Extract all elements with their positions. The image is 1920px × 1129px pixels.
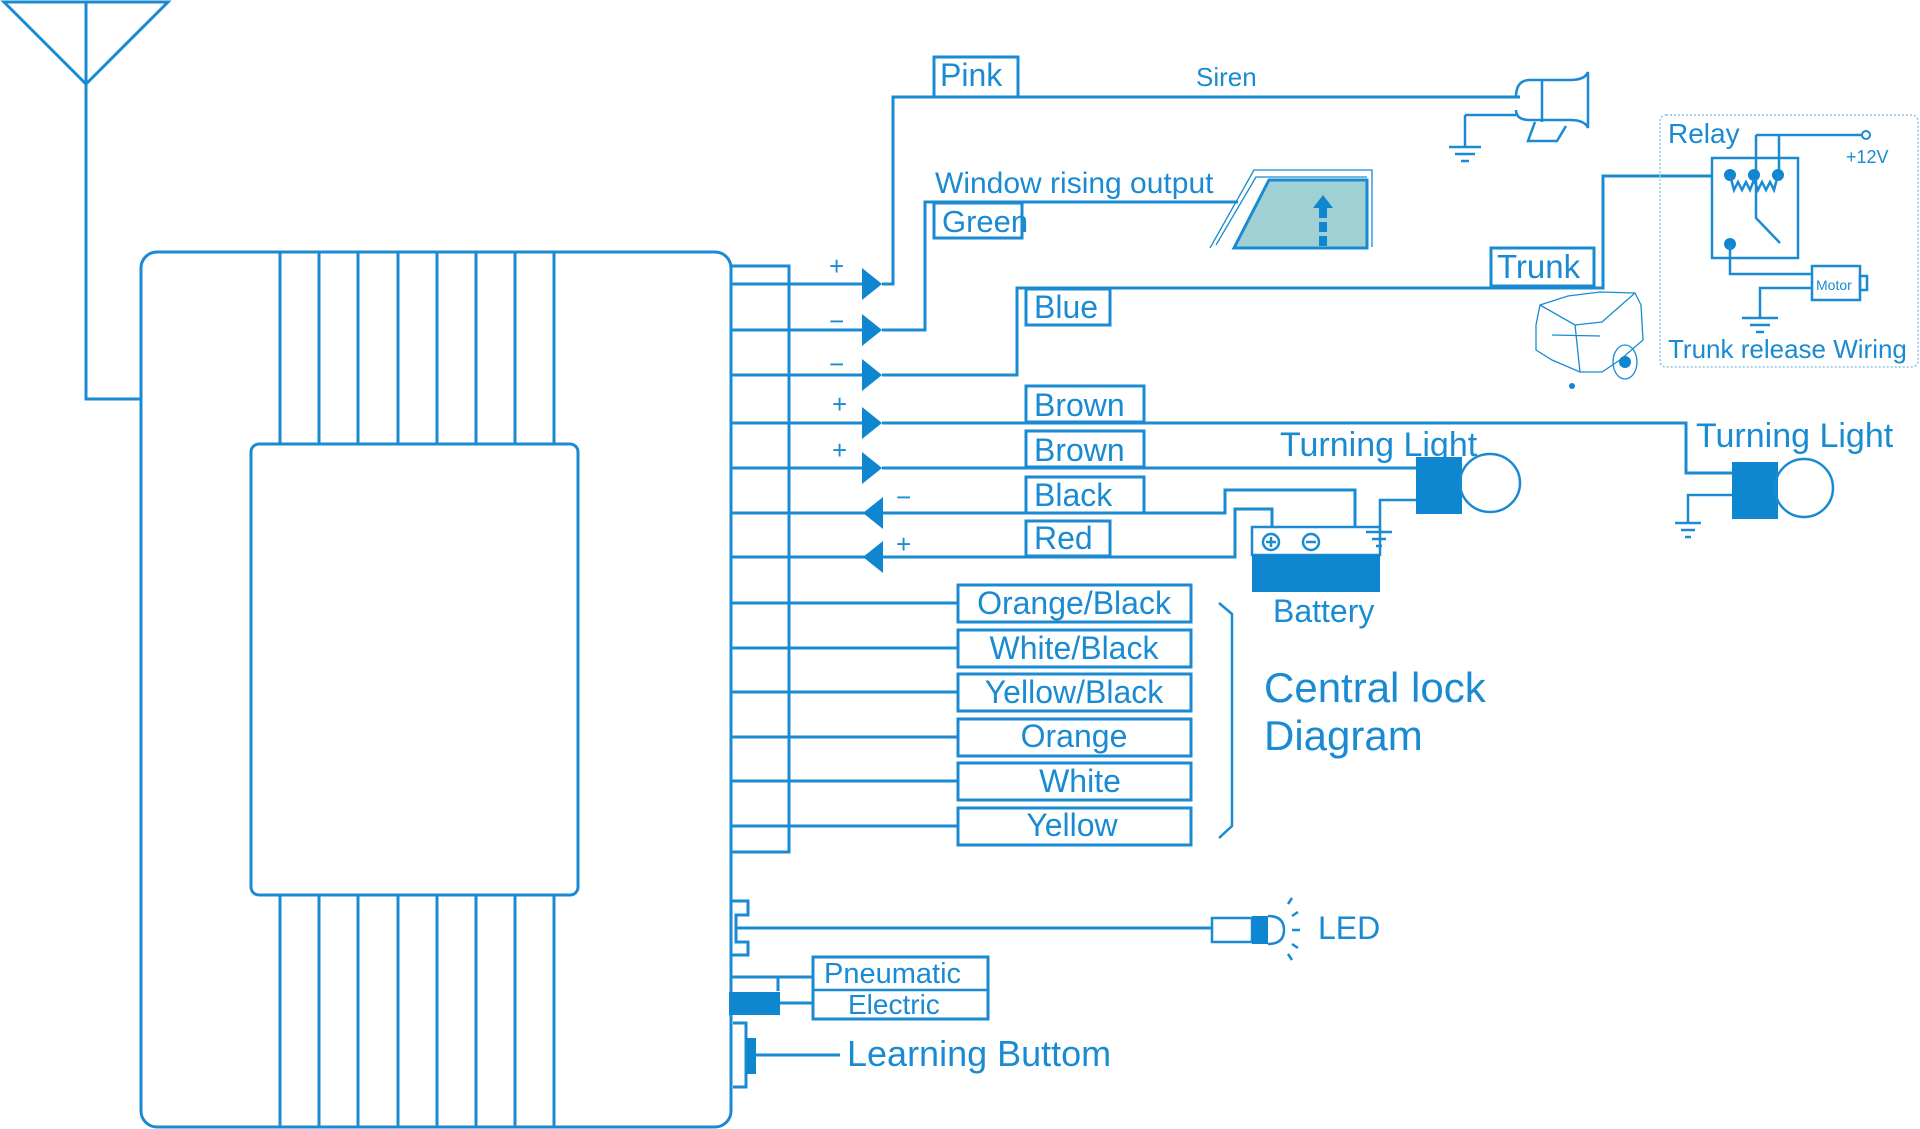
wire-label-blue [1024,287,1112,327]
relay-title: Relay [1668,118,1740,149]
turning-light-icon-1 [1366,452,1522,548]
trunk-circuit: Blue Trunk [882,174,1713,389]
red-label: Red [1034,520,1093,556]
siren-circuit: Pink Siren [882,55,1590,286]
central-lock-wire-label: Yellow/Black [985,674,1164,710]
motor-label: Motor [1816,277,1852,293]
central-lock-wire-label: Orange/Black [977,585,1172,621]
supply-label: +12V [1846,147,1889,167]
window-up-icon [1209,169,1373,250]
siren-icon [1463,71,1590,147]
lock-type-pneumatic[interactable]: Pneumatic [824,958,961,990]
led-circuit: LED [731,897,1380,961]
control-unit [139,250,733,1129]
wire-label-green [932,201,1024,240]
unit-ribbon-bottom [278,895,556,1127]
svg-text:+: + [832,389,847,419]
central-lock-wire-label: Yellow [1026,807,1118,843]
svg-text:−: − [829,306,844,336]
output-arrows [862,268,883,573]
trunk-label: Trunk [1497,248,1581,285]
ground-icon [1742,316,1778,334]
window-caption: Window rising output [935,167,1214,200]
black-label: Black [1034,477,1113,513]
relay-icon [1710,156,1800,260]
battery-label: Battery [1273,593,1374,629]
unit-ribbon-top [278,252,556,444]
power-circuit: Black Red Battery [883,475,1382,629]
wire-connector [731,264,958,854]
turning-light-icon-2 [1675,457,1835,539]
siren-label: Siren [1196,62,1257,92]
lock-type-electric[interactable]: Electric [848,989,940,1020]
svg-text:+: + [829,251,844,281]
svg-text:−: − [829,349,844,379]
wire-label-pink [932,55,1020,99]
wire-label-brown-2 [1024,429,1146,469]
relay-caption: Trunk release Wiring [1668,334,1907,364]
lock-type-jumper[interactable]: Pneumatic Electric [729,955,990,1021]
trunk-output-box [1489,246,1596,288]
svg-text:−: − [896,482,911,512]
ground-icon [1675,521,1701,539]
green-label: Green [942,204,1028,239]
bracket [1218,602,1234,839]
car-trunk-icon [1535,291,1644,389]
window-circuit: Window rising output Green [882,167,1373,332]
central-lock-wire-label: Orange [1021,718,1128,754]
central-lock-wire-label: White/Black [990,630,1160,666]
wire-label-red [1024,519,1112,558]
wire-label-brown-1 [1024,384,1146,424]
learning-button-label: Learning Buttom [847,1033,1111,1074]
central-lock-title-1: Central lock [1264,664,1487,711]
battery-icon [1250,525,1382,592]
blue-label: Blue [1034,289,1098,325]
central-lock-circuit: Orange/Black White/Black Yellow/Black Or… [956,583,1487,847]
led-icon [1267,897,1300,961]
svg-text:+: + [896,529,911,559]
turn-light-circuit: Brown Brown Turning Light Turning Light [882,384,1894,548]
svg-text:+: + [832,435,847,465]
central-lock-wire-label: White [1039,763,1121,799]
wire-label-black [1024,475,1146,515]
turning-light-label-2: Turning Light [1696,417,1894,455]
led-label: LED [1318,910,1380,946]
brown-label-1: Brown [1034,387,1125,423]
pink-label: Pink [940,57,1003,93]
ground-icon [1449,145,1481,163]
polarity-markers: + − − + + − + [829,251,911,559]
relay-panel: Relay +12V Motor Trunk release Wiring [1659,114,1919,368]
learning-button[interactable]: Learning Buttom [733,1021,1111,1089]
learning-button-icon [746,1038,756,1074]
brown-label-2: Brown [1034,432,1125,468]
central-lock-title-2: Diagram [1264,712,1423,759]
antenna-icon [0,0,172,401]
